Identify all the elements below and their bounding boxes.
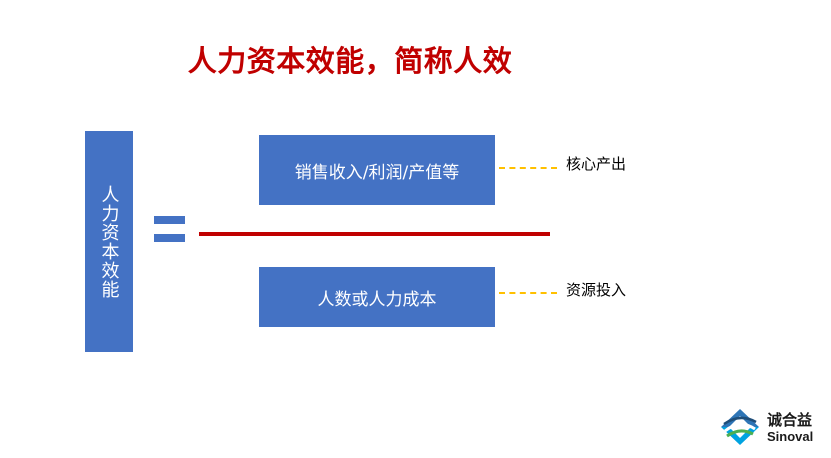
equals-bottom-bar [154, 234, 185, 242]
numerator-box: 销售收入/利润/产值等 [259, 135, 495, 205]
denominator-connector-dash [499, 292, 557, 294]
numerator-note: 核心产出 [566, 155, 627, 173]
equals-icon [154, 216, 185, 243]
slide-title: 人力资本效能，简称人效 [187, 44, 513, 78]
fraction-line [199, 232, 550, 236]
logo-name-cn: 诚合益 [767, 411, 813, 429]
human-capital-efficiency-label: 人力资本效能 [98, 184, 120, 299]
numerator-label: 销售收入/利润/产值等 [294, 162, 460, 183]
denominator-note: 资源投入 [566, 281, 627, 299]
denominator-label: 人数或人力成本 [317, 289, 437, 310]
equals-top-bar [154, 216, 185, 224]
company-logo: 诚合益 Sinoval [719, 405, 824, 451]
logo-name-en: Sinoval [767, 429, 814, 444]
numerator-connector-dash [499, 167, 557, 169]
human-capital-efficiency-box: 人力资本效能 [85, 131, 133, 352]
denominator-box: 人数或人力成本 [259, 267, 495, 327]
sinoval-logo-icon [720, 408, 760, 446]
